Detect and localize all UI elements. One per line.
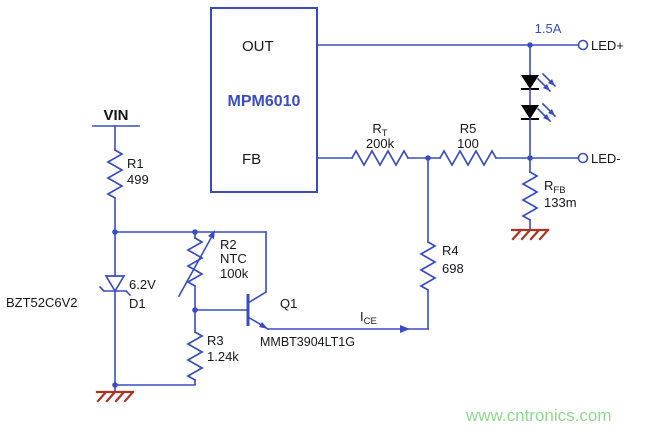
resistor-rfb xyxy=(521,170,539,222)
led2-icon xyxy=(521,105,539,119)
fb-network: RT 200k R5 100 LED- xyxy=(317,121,621,167)
led-minus-terminal xyxy=(577,152,589,164)
r5-label: R5 xyxy=(460,121,477,136)
ntc-arrow-line xyxy=(177,236,213,298)
ground-symbol-rfb xyxy=(510,228,550,241)
junction-dot xyxy=(527,155,533,161)
resistor-r1 xyxy=(106,148,124,200)
ntc-divider: R2 NTC 100k R3 1.24k xyxy=(114,230,267,386)
junction-dot xyxy=(192,229,198,235)
r3-label: R3 xyxy=(207,333,224,348)
led1-icon xyxy=(521,75,539,89)
resistor-r5 xyxy=(438,149,498,167)
r4-label: R4 xyxy=(442,243,459,258)
ice-label: ICE xyxy=(360,309,377,327)
resistor-r2-ntc xyxy=(186,236,204,288)
junction-dot xyxy=(192,307,198,313)
vin-label: VIN xyxy=(103,107,128,124)
r5-value: 100 xyxy=(457,136,479,151)
current-label: 1.5A xyxy=(535,21,562,36)
bottom-rail xyxy=(114,379,196,386)
r2-kind-label: NTC xyxy=(220,251,247,266)
ic-mpm6010: OUT MPM6010 FB xyxy=(210,7,318,193)
resistor-rt xyxy=(350,149,410,167)
resistor-r4 xyxy=(419,240,437,292)
led2-emission-arrows-icon xyxy=(536,102,557,123)
watermark-text: www.cntronics.com xyxy=(465,406,611,425)
rt-value: 200k xyxy=(366,136,395,151)
junction-dot xyxy=(527,42,533,48)
r2-label: R2 xyxy=(220,237,237,252)
ic-name: MPM6010 xyxy=(228,93,301,110)
ic-pin-out-label: OUT xyxy=(242,38,274,55)
rfb-label: RFB xyxy=(544,178,566,196)
q1-label: Q1 xyxy=(280,296,297,311)
r2-value: 100k xyxy=(220,266,249,281)
led-minus-label: LED- xyxy=(591,151,621,166)
d1-part-label: BZT52C6V2 xyxy=(6,295,78,310)
junction-dot xyxy=(425,155,431,161)
q1-part-label: MMBT3904LT1G xyxy=(260,335,355,349)
r4-value: 698 xyxy=(442,261,464,276)
junction-dots xyxy=(112,42,533,388)
ntc-arrowhead-icon xyxy=(208,230,215,239)
rfb-branch: RFB 133m xyxy=(521,157,577,231)
ice-path: ICE R4 698 xyxy=(267,157,464,333)
d1-voltage-label: 6.2V xyxy=(129,277,156,292)
earth-ground-icon xyxy=(95,390,135,403)
ground-symbol-main xyxy=(95,390,135,403)
rfb-value: 133m xyxy=(544,195,577,210)
zener-diode-icon xyxy=(104,275,126,293)
output-branch: 1.5A LED+ xyxy=(317,21,624,159)
rt-label: RT xyxy=(372,121,387,139)
r3-value: 1.24k xyxy=(207,349,239,364)
led-plus-label: LED+ xyxy=(591,38,624,53)
resistor-r3 xyxy=(186,330,204,382)
ice-current-arrow-icon xyxy=(400,325,410,333)
r1-value: 499 xyxy=(127,172,149,187)
q1-emitter-arrowhead-icon xyxy=(259,322,268,329)
zener-d1: BZT52C6V2 6.2V D1 xyxy=(6,275,156,393)
earth-ground-icon xyxy=(510,228,550,241)
d1-ref-label: D1 xyxy=(129,296,146,311)
vin-branch: VIN R1 499 xyxy=(92,107,149,277)
transistor-q1: Q1 MMBT3904LT1G xyxy=(194,231,355,349)
led1-emission-arrows-icon xyxy=(536,72,557,93)
led-plus-terminal xyxy=(577,39,589,51)
ic-pin-fb-label: FB xyxy=(242,151,261,168)
q1-collector-wire xyxy=(246,231,267,305)
r1-label: R1 xyxy=(127,156,144,171)
ic-box xyxy=(210,7,318,193)
junction-dot xyxy=(112,229,118,235)
junction-dot xyxy=(112,382,118,388)
